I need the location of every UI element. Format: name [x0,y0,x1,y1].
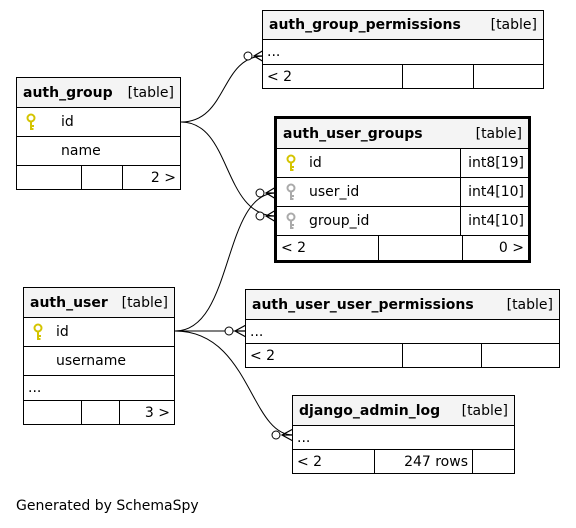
column-type: int4[10] [460,178,528,206]
table-auth-user-groups[interactable]: auth_user_groups [table] id int8[19] use… [274,116,531,263]
table-name: auth_group [23,84,113,101]
column-row: id [24,318,174,347]
column-name: name [61,143,101,159]
table-header: auth_user [table] [24,288,174,318]
primary-key-icon [24,323,52,341]
crowfoot-marker [233,324,247,338]
table-header: auth_group [table] [17,78,180,108]
generated-by-caption: Generated by SchemaSpy [16,498,199,514]
column-name: id [309,155,322,171]
table-kind: [table] [127,84,174,101]
footer-parents: < 2 [267,68,293,85]
table-footer: < 2 0 > [277,236,528,260]
table-header: auth_user_groups [table] [277,119,528,149]
table-auth-user[interactable]: auth_user [table] id username ... 3 > [23,287,175,425]
footer-children: 3 > [119,401,174,424]
column-name: id [56,324,69,340]
optional-marker [255,188,265,198]
table-name: auth_user [30,294,108,311]
more-columns: ... [293,426,514,450]
foreign-key-icon [277,183,305,201]
table-auth-user-user-permissions[interactable]: auth_user_user_permissions [table] ... <… [245,289,560,368]
footer-children [481,344,559,367]
table-header: auth_user_user_permissions [table] [246,290,559,320]
footer-rows: 247 rows [374,450,472,473]
footer-parents [24,401,81,424]
table-auth-group[interactable]: auth_group [table] id name 2 > [16,77,181,190]
column-type: int4[10] [460,207,528,235]
footer-parents: < 2 [297,453,323,470]
table-footer: < 2 [246,344,559,367]
table-footer: < 2 247 rows [293,450,514,473]
optional-marker [271,430,281,440]
edge-auth-user-to-django-admin-log [174,330,294,436]
more-columns: ... [246,320,559,344]
table-name: auth_group_permissions [269,17,461,33]
table-auth-group-permissions[interactable]: auth_group_permissions [table] ... < 2 [262,10,544,89]
column-name: group_id [309,213,370,229]
footer-children: 2 > [122,166,180,189]
footer-rows [402,344,481,367]
column-row: id [17,108,180,137]
column-row: username [24,347,174,376]
table-kind: [table] [121,294,168,311]
footer-children [473,65,543,88]
table-name: django_admin_log [299,402,441,419]
table-header: django_admin_log [table] [293,396,514,426]
foreign-key-icon [277,212,305,230]
edge-auth-group-to-auth-user-groups [180,121,277,217]
footer-rows [378,236,462,260]
column-name: user_id [309,184,360,200]
column-row: name [17,137,180,166]
table-footer: < 2 [263,65,543,88]
footer-parents: < 2 [281,240,307,256]
footer-rows [402,65,473,88]
optional-marker [243,51,253,61]
column-row: id int8[19] [277,149,528,178]
table-footer: 3 > [24,401,174,424]
optional-marker [255,211,265,221]
footer-children: 0 > [462,236,528,260]
primary-key-icon [17,113,45,131]
table-django-admin-log[interactable]: django_admin_log [table] ... < 2 247 row… [292,395,515,474]
footer-parents [17,166,81,189]
table-name: auth_user_user_permissions [252,296,474,313]
edge-auth-group-to-auth-group-permissions [180,55,265,123]
edge-auth-user-to-auth-user-groups [174,192,277,332]
column-name: username [56,353,126,369]
footer-rows [81,401,119,424]
column-row: user_id int4[10] [277,178,528,207]
column-row: group_id int4[10] [277,207,528,236]
crowfoot-marker [280,428,294,442]
column-type: int8[19] [460,149,528,177]
table-kind: [table] [461,402,508,419]
optional-marker [224,326,234,336]
column-name: id [61,114,74,130]
footer-children [472,450,514,473]
table-kind: [table] [506,296,553,313]
footer-rows [81,166,122,189]
more-columns: ... [24,376,174,401]
primary-key-icon [277,154,305,172]
table-kind: [table] [490,17,537,33]
table-kind: [table] [475,125,522,142]
table-name: auth_user_groups [283,125,423,142]
more-columns: ... [263,40,543,65]
table-footer: 2 > [17,166,180,189]
table-header: auth_group_permissions [table] [263,11,543,40]
footer-parents: < 2 [250,347,276,364]
